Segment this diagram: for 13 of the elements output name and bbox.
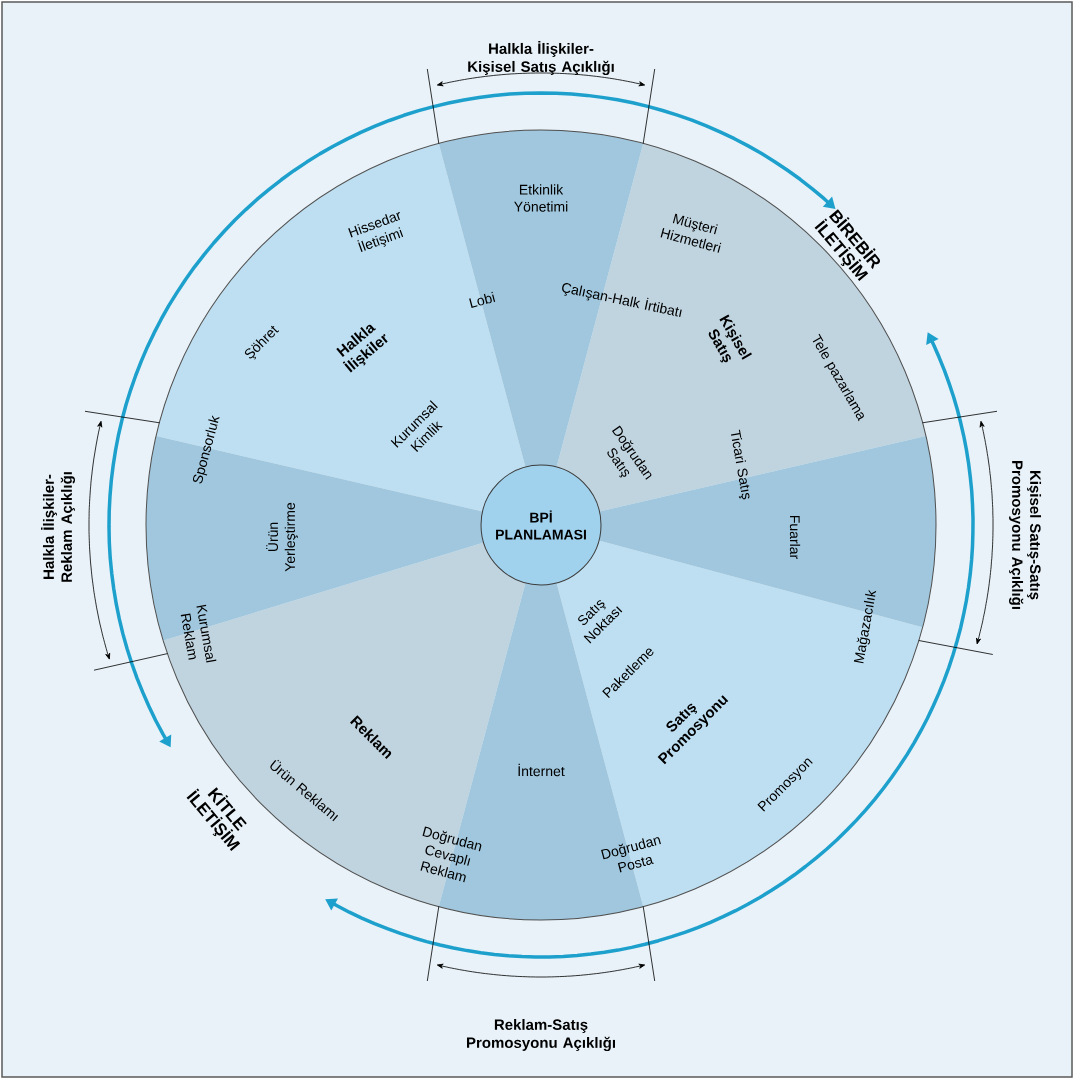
item-label: Ürün Yerleştirme	[266, 502, 298, 572]
item-label: Kurumsal Reklam	[180, 604, 217, 663]
item-label: Mağazacılık	[853, 589, 877, 664]
text-label: Halkla İlişkiler-Kişisel Satış Açıklığı	[468, 41, 614, 75]
item-label: İnternet	[518, 763, 565, 777]
item-label: Fuarlar	[789, 515, 801, 559]
item-label: Ticari Satış	[731, 429, 750, 500]
item-label: Doğrudan Posta	[601, 837, 661, 873]
item-label: Etkinlik Yönetimi	[514, 184, 568, 212]
text-label: Reklam-Satış Promosyonu Açıklığı	[467, 1019, 615, 1052]
text-label: Kişisel Satış-Satış Promosyonu Açıklığı	[1009, 461, 1042, 609]
text-label: Halkla İlişkiler-Reklam Açıklığı	[41, 472, 75, 582]
item-label: Lobi	[469, 291, 496, 308]
